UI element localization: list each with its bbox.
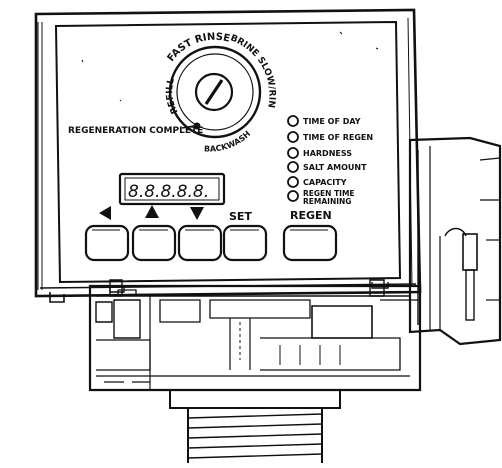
dial-pointer — [204, 79, 224, 105]
set-button[interactable] — [222, 224, 268, 262]
indicator-label-regen-time: REGEN TIME — [303, 189, 355, 198]
keypad — [84, 224, 338, 262]
indicator-label-time-of-day: TIME OF DAY — [303, 117, 361, 126]
indicator-label-salt-amount: SALT AMOUNT — [303, 163, 367, 172]
indicator-led — [287, 190, 299, 202]
regen-complete-dot — [193, 122, 201, 130]
controller-panel — [34, 8, 422, 303]
led-display — [118, 172, 226, 206]
set-button-label: SET — [229, 210, 252, 223]
indicator-led — [287, 161, 299, 173]
indicator-label-capacity: CAPACITY — [303, 178, 347, 187]
dial-label-backwash: BACKWASH — [204, 129, 252, 154]
regeneration-complete-label: REGENERATION COMPLETE — [68, 126, 203, 136]
indicator-label-remaining: REMAINING — [303, 197, 351, 206]
left-arrow-icon — [99, 206, 111, 220]
indicator-led — [287, 147, 299, 159]
down-arrow-icon — [190, 207, 204, 220]
cycle-dial[interactable] — [168, 45, 262, 139]
indicator-label-hardness: HARDNESS — [303, 149, 352, 158]
regen-button[interactable] — [282, 224, 338, 262]
regen-complete-leader — [181, 125, 195, 129]
left-button[interactable] — [84, 224, 130, 262]
display-readout: 8.8.8.8.8. — [128, 182, 209, 202]
indicator-leds — [287, 115, 299, 202]
keypad-icons — [99, 205, 204, 220]
up-arrow-icon — [145, 205, 159, 218]
indicator-led — [287, 176, 299, 188]
regen-button-label: REGEN — [290, 209, 332, 222]
indicator-label-time-of-regen: TIME OF REGEN — [303, 133, 373, 142]
indicator-led — [287, 115, 299, 127]
up-button[interactable] — [131, 224, 177, 262]
indicator-led — [287, 131, 299, 143]
down-button[interactable] — [177, 224, 223, 262]
dial-label-brine-slow-rinse: BRINE SLOW/RINSE — [0, 0, 277, 109]
